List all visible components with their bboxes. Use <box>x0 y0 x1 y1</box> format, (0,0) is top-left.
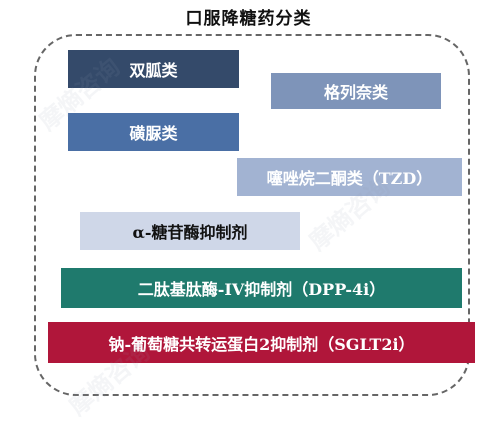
category-box-biguanides: 双胍类 <box>68 50 239 88</box>
category-box-sglt2i: 钠-葡萄糖共转运蛋白2抑制剂（SGLT2i） <box>48 322 475 363</box>
category-box-dpp4i: 二肽基肽酶-IV抑制剂（DPP-4i） <box>61 268 462 308</box>
dashed-group-frame <box>34 34 470 396</box>
category-label: 双胍类 <box>129 61 178 80</box>
category-label: 磺脲类 <box>129 124 178 143</box>
category-box-tzd: 噻唑烷二酮类（TZD） <box>237 158 462 196</box>
category-label: 格列奈类 <box>323 83 388 102</box>
diagram-title: 口服降糖药分类 <box>185 9 312 29</box>
category-label: 钠-葡萄糖共转运蛋白2抑制剂（SGLT2i） <box>108 334 415 354</box>
category-box-glinides: 格列奈类 <box>271 73 441 109</box>
category-box-sulfonylureas: 磺脲类 <box>68 113 239 151</box>
category-label: 噻唑烷二酮类（TZD） <box>266 169 433 188</box>
category-box-alpha-glucosidase-inhibitors: α-糖苷酶抑制剂 <box>80 212 300 250</box>
category-label: α-糖苷酶抑制剂 <box>132 223 248 242</box>
category-label: 二肽基肽酶-IV抑制剂（DPP-4i） <box>137 280 386 299</box>
